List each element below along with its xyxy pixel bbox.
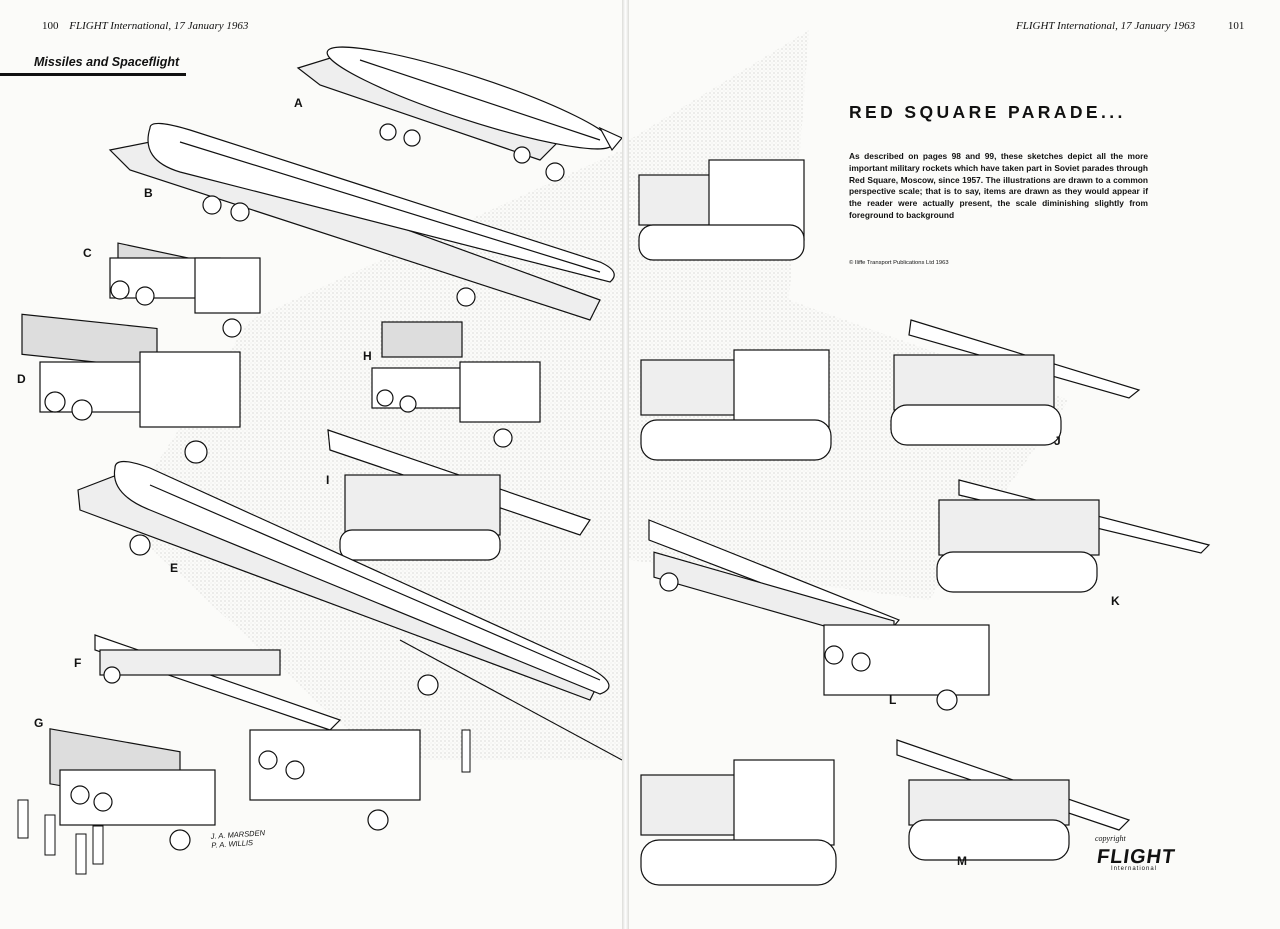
- illustration-b: [108, 122, 615, 321]
- right-page: FLIGHT International, 17 January 1963 10…: [629, 0, 1280, 929]
- label-k: K: [1111, 594, 1120, 608]
- illustration-h: [371, 321, 541, 448]
- illustration-k: [936, 479, 1211, 593]
- copyright-notice: © Iliffe Transport Publications Ltd 1963: [849, 260, 949, 266]
- illustration-a: [296, 46, 622, 182]
- right-running-head: FLIGHT International, 17 January 1963 10…: [1016, 20, 1252, 32]
- label-e: E: [170, 561, 179, 575]
- left-running-head: 100 FLIGHT International, 17 January 196…: [34, 20, 248, 32]
- right-running-head-text: FLIGHT International, 17 January 1963: [1016, 20, 1196, 32]
- illustration-j: [890, 319, 1141, 446]
- label-g: G: [34, 716, 44, 730]
- left-page-illustrations: [17, 46, 622, 875]
- label-a: A: [294, 96, 303, 110]
- right-page-number: 101: [1227, 20, 1245, 32]
- illustration-g: [49, 728, 216, 851]
- illustration-e: [77, 460, 622, 761]
- illustration-f: [94, 634, 421, 831]
- label-d: D: [17, 372, 26, 386]
- illustration-l: [648, 519, 990, 711]
- label-f: F: [74, 656, 82, 670]
- left-page-number: 100: [42, 20, 59, 32]
- logo-prefix: copyright: [1095, 834, 1126, 843]
- troop-carrier-1: [638, 159, 805, 261]
- label-b: B: [144, 186, 153, 200]
- label-h: H: [363, 349, 372, 363]
- left-running-head-text: FLIGHT International, 17 January 1963: [69, 20, 249, 32]
- label-l: L: [889, 693, 897, 707]
- page-gutter: [622, 0, 629, 929]
- right-page-illustrations: [629, 30, 1211, 886]
- illustration-soldiers: [17, 729, 471, 875]
- illustration-m: [896, 739, 1131, 861]
- artist-signature: J. A. MARSDEN P. A. WILLIS: [210, 828, 265, 850]
- label-c: C: [83, 246, 92, 260]
- article-title: RED SQUARE PARADE...: [849, 102, 1126, 122]
- illustration-c: [109, 242, 261, 338]
- illustration-i: [327, 429, 591, 561]
- article-caption: As described on pages 98 and 99, these s…: [849, 151, 1148, 220]
- section-rule: [0, 73, 186, 76]
- left-page: 100 FLIGHT International, 17 January 196…: [0, 0, 622, 929]
- troop-carrier-3: [640, 759, 837, 886]
- illustration-d: [21, 313, 241, 464]
- troop-carrier-2: [640, 349, 832, 461]
- label-j: J: [1054, 434, 1061, 448]
- label-m: M: [957, 854, 967, 868]
- flight-logo-sub: International: [1111, 866, 1158, 872]
- label-i: I: [326, 473, 330, 487]
- section-title: Missiles and Spaceflight: [34, 55, 180, 69]
